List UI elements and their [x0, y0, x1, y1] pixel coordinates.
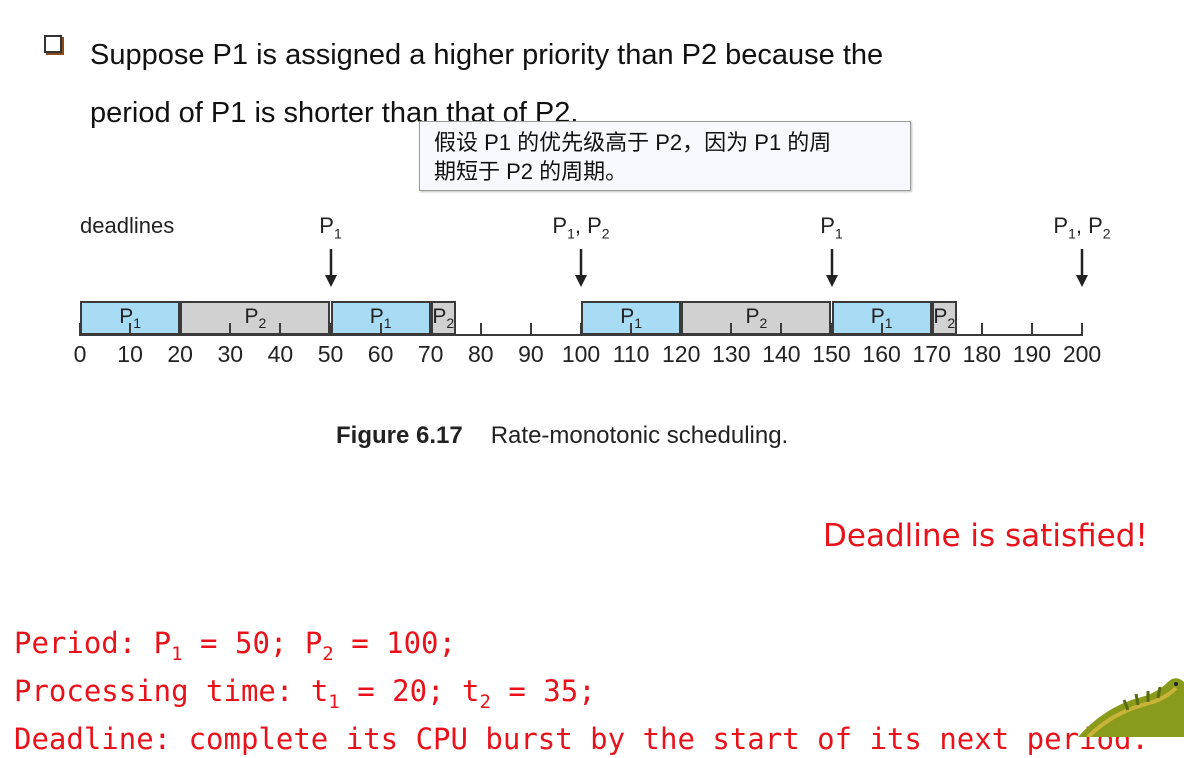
- segment-label-p1: P1: [119, 305, 141, 332]
- segment-p2: [180, 301, 331, 335]
- tick-label: 30: [217, 341, 244, 367]
- segment-label-p1: P1: [620, 305, 642, 332]
- tick-label: 40: [267, 341, 294, 367]
- segment-label-p1: P1: [369, 305, 392, 332]
- timeline-tick: [329, 323, 332, 336]
- timeline-tick: [930, 323, 933, 336]
- figure-caption: Figure 6.17 Rate-monotonic scheduling.: [336, 422, 788, 450]
- segment-p2: [681, 301, 832, 335]
- tick-label: 130: [712, 341, 751, 367]
- segment-label-p2: P2: [933, 305, 956, 332]
- tick-label: 140: [762, 341, 801, 367]
- tick-label: 190: [1012, 341, 1052, 367]
- deadline-marker: P1: [820, 213, 843, 242]
- timeline-tick: [780, 323, 783, 336]
- timeline-tick: [1030, 323, 1033, 336]
- tick-label: 10: [117, 341, 143, 367]
- tick-label: 0: [73, 341, 87, 367]
- bullet-line-1: Suppose P1 is assigned a higher priority…: [90, 39, 884, 71]
- tick-label: 150: [812, 341, 851, 367]
- arrow-down-icon: [1076, 249, 1088, 287]
- tick-label: 170: [912, 341, 951, 367]
- timeline-tick: [229, 323, 232, 336]
- tooltip-line-1: 假设 P1 的优先级高于 P2，因为 P1 的周: [434, 130, 832, 155]
- arrow-down-icon: [324, 249, 337, 287]
- tick-label: 200: [1062, 341, 1102, 367]
- processing-t2-value: 35: [543, 673, 579, 708]
- period-p2-value: 100: [386, 626, 439, 660]
- deadline-status: Deadline is satisfied!: [823, 518, 1148, 554]
- deadline-marker: P1, P2: [552, 213, 610, 242]
- period-note: Period: P1 = 50; P2 = 100;: [14, 626, 456, 665]
- timeline-tick: [680, 323, 683, 336]
- segment-label-p2: P2: [745, 305, 768, 332]
- dinosaur-logo-icon: [1078, 678, 1184, 737]
- timeline-tick: [1081, 323, 1083, 336]
- arrow-down-icon: [575, 249, 587, 287]
- timeline-tick: [429, 323, 432, 336]
- timeline-tick: [630, 323, 633, 336]
- tick-label: 90: [518, 341, 544, 367]
- checkbox-bullet-icon: [44, 35, 62, 53]
- timeline-tick: [79, 323, 81, 336]
- timeline-tick: [529, 323, 532, 336]
- tick-label: 60: [367, 341, 394, 367]
- notes: Period: P1 = 50; P2 = 100; Processing ti…: [14, 625, 1149, 758]
- tick-label: 120: [662, 341, 701, 367]
- tick-label: 20: [167, 341, 193, 367]
- processing-t1-value: 20: [392, 673, 428, 708]
- timeline-tick: [279, 323, 282, 336]
- segment-p2: [931, 301, 957, 335]
- timeline-tick: [379, 323, 382, 336]
- deadlines-label: deadlines: [80, 213, 175, 238]
- figure-number: Figure 6.17: [336, 422, 463, 449]
- timeline-tick: [129, 323, 132, 336]
- segment-label-p2: P2: [244, 305, 267, 332]
- deadline-note: Deadline: complete its CPU burst by the …: [14, 721, 1149, 756]
- timeline-tick: [730, 323, 733, 336]
- tick-label: 160: [862, 341, 901, 367]
- timeline-tick: [880, 323, 883, 336]
- tick-label: 50: [317, 341, 344, 367]
- processing-note: Processing time: t1 = 20; t2 = 35;: [14, 673, 596, 713]
- timeline-tick: [580, 323, 582, 336]
- tick-label: 180: [962, 341, 1001, 367]
- tick-label: 70: [417, 341, 444, 367]
- tick-label: 80: [468, 341, 494, 367]
- timeline-tick: [179, 323, 182, 336]
- period-label: Period:: [14, 626, 137, 660]
- tooltip-line-2: 期短于 P2 的周期。: [434, 159, 628, 184]
- timeline-tick: [479, 323, 482, 336]
- deadline-marker: P1, P2: [1053, 213, 1111, 242]
- processing-label: Processing time:: [14, 673, 294, 708]
- timeline-tick: [980, 323, 983, 336]
- timeline-tick: [830, 323, 833, 336]
- deadline-marker: P1: [319, 213, 342, 242]
- period-p1-value: 50: [234, 626, 270, 660]
- segment-label-p1: P1: [870, 305, 893, 332]
- figure-title: Rate-monotonic scheduling.: [490, 422, 789, 449]
- tick-label: 110: [612, 341, 650, 367]
- segment-label-p2: P2: [432, 305, 455, 332]
- arrow-down-icon: [825, 249, 838, 287]
- tick-label: 100: [561, 341, 601, 367]
- segment-p2: [430, 301, 456, 335]
- translation-tooltip: 假设 P1 的优先级高于 P2，因为 P1 的周 期短于 P2 的周期。: [419, 121, 911, 191]
